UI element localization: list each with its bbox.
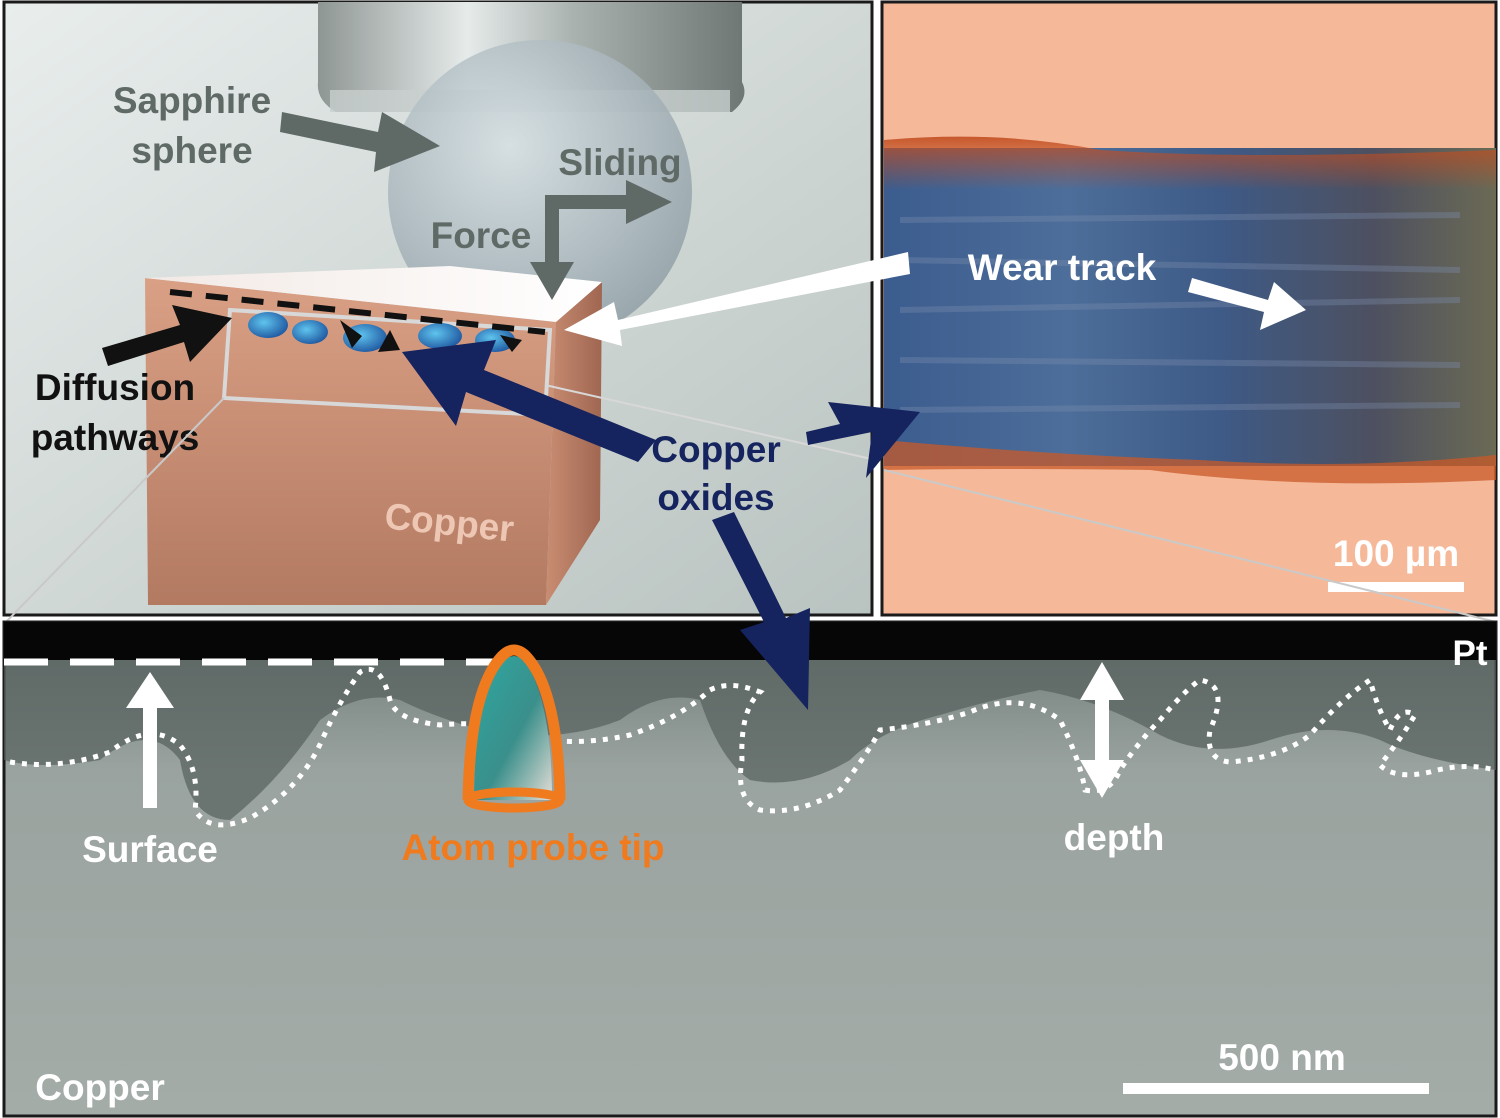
force-arrow-head — [530, 262, 574, 300]
label-wear-track: Wear track — [968, 247, 1157, 288]
wear-track-bottom-edge — [884, 440, 1496, 484]
sapphire-gray-arrow — [280, 112, 440, 172]
wear-track-texture — [899, 212, 1461, 413]
label-sapphire-line1: Sapphire — [113, 80, 271, 121]
label-depth: depth — [1064, 817, 1165, 858]
label-sliding: Sliding — [558, 142, 681, 183]
diffusion-arrow-small-1 — [340, 320, 362, 348]
atom-probe-tip-base — [463, 787, 565, 813]
sliding-arrow-shaft — [545, 195, 630, 209]
label-surface: Surface — [82, 829, 218, 870]
navy-arrow-to-schematic — [402, 340, 656, 462]
oxide-boundary-dotted — [9, 666, 1496, 828]
panel-a-schematic: Sapphire sphere Sliding Force Diffusion … — [2, 0, 874, 617]
label-copper-oxides-line2: oxides — [657, 477, 774, 518]
label-atom-probe-tip: Atom probe tip — [401, 827, 664, 868]
label-diffusion-line1: Diffusion — [35, 367, 195, 408]
wear-track-white-arrow — [564, 252, 910, 346]
label-scale-500nm: 500 nm — [1218, 1037, 1346, 1078]
scale-bar-100um — [1328, 582, 1464, 592]
copper-block-side — [546, 282, 602, 605]
label-pt: Pt — [1453, 634, 1488, 673]
zoom-guide-right-b — [883, 469, 1497, 623]
force-arrow-shaft — [545, 195, 559, 265]
label-copper-substrate: Copper — [35, 1067, 165, 1108]
oxide-blob-2 — [292, 320, 328, 344]
sliding-arrow-head — [626, 180, 672, 224]
navy-arrow-to-micrograph — [806, 402, 920, 478]
atom-probe-tip-fill — [474, 656, 552, 800]
diffusion-arrow-small-3 — [500, 335, 522, 352]
wear-track-band — [884, 148, 1496, 466]
navy-arrow-to-tem — [712, 512, 810, 710]
depth-arrow — [1080, 662, 1124, 798]
oxide-blob-4 — [418, 323, 462, 349]
zoom-guide-right-a — [544, 384, 877, 461]
copper-oxides-callout: Copper oxides — [402, 340, 920, 710]
wear-track-top-edge — [884, 136, 1496, 190]
label-scale-100um: 100 µm — [1333, 533, 1459, 574]
wear-direction-arrow — [1188, 278, 1306, 330]
label-diffusion-line2: pathways — [31, 417, 200, 458]
copper-block-top — [145, 266, 602, 322]
surface-arrow — [126, 672, 174, 808]
label-copper-oxides-line1: Copper — [651, 429, 781, 470]
panel-b-micrograph: Wear track 100 µm — [564, 0, 1498, 617]
oxide-blob-1 — [248, 312, 288, 338]
zoom-guide-left — [5, 397, 225, 623]
scale-bar-500nm — [1123, 1083, 1429, 1094]
panel-c-tem: Pt Surface Atom probe tip depth 500 nm C… — [2, 620, 1498, 1118]
diffusion-arrow-small-2 — [378, 330, 400, 352]
diffusion-black-arrow — [102, 305, 232, 366]
diffusion-dashed-line — [169, 289, 546, 335]
label-force: Force — [431, 215, 532, 256]
label-sapphire-line2: sphere — [131, 130, 252, 171]
atom-probe-tip-outline — [462, 644, 566, 801]
